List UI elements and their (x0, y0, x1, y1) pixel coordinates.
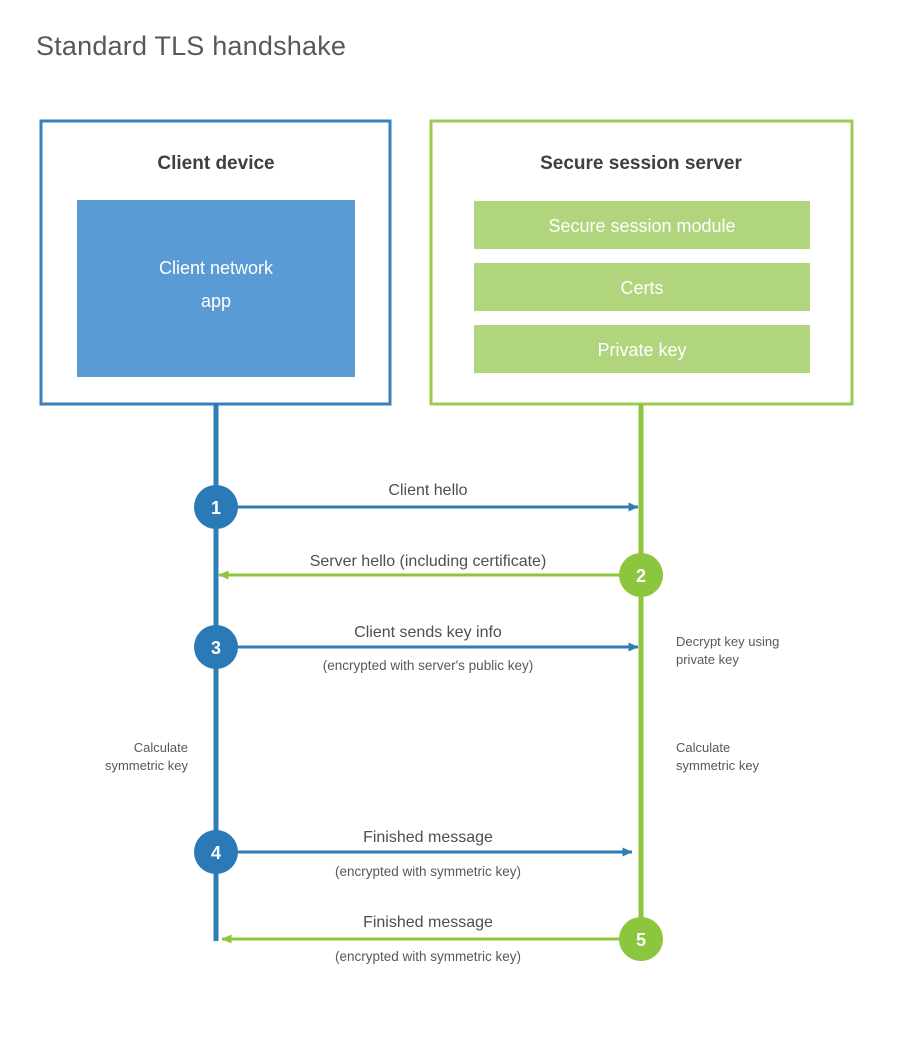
step-1-group: Client hello 1 (194, 482, 639, 529)
server-calculate-symmetric-key-note: Calculate symmetric key (676, 740, 760, 773)
step-5-number: 5 (636, 930, 646, 950)
client-device-title: Client device (157, 153, 274, 174)
step-5-circle[interactable] (619, 917, 663, 961)
page-title: Standard TLS handshake (36, 31, 346, 61)
step-2-label: Server hello (including certificate) (310, 553, 547, 570)
decrypt-key-note-line1: Decrypt key using (676, 634, 779, 649)
step-4-number: 4 (211, 843, 221, 863)
client-calculate-symmetric-key-note: Calculate symmetric key (105, 740, 189, 773)
server-module-block-secure-session-module (474, 201, 810, 249)
step-3-label: Client sends key info (354, 624, 502, 641)
step-3-sublabel: (encrypted with server's public key) (323, 658, 533, 673)
step-4-circle[interactable] (194, 830, 238, 874)
step-3-number: 3 (211, 638, 221, 658)
client-device-panel: Client device Client network app (39, 119, 392, 406)
step-1-number: 1 (211, 498, 221, 518)
step-5-group: Finished message (encrypted with symmetr… (221, 914, 663, 964)
client-network-app-label-line2: app (201, 291, 231, 311)
step-2-circle[interactable] (619, 553, 663, 597)
client-network-app-label-line1: Client network (159, 258, 274, 278)
secure-session-server-title: Secure session server (540, 153, 742, 174)
step-1-label: Client hello (388, 482, 467, 499)
client-calc-note-line2: symmetric key (105, 758, 189, 773)
server-calc-note-line2: symmetric key (676, 758, 760, 773)
server-calc-note-line1: Calculate (676, 740, 730, 755)
decrypt-key-note-line2: private key (676, 652, 739, 667)
client-calc-note-line1: Calculate (134, 740, 188, 755)
step-1-circle[interactable] (194, 485, 238, 529)
step-2-group: Server hello (including certificate) 2 (218, 553, 663, 597)
step-4-group: Finished message (encrypted with symmetr… (194, 829, 633, 879)
step-3-circle[interactable] (194, 625, 238, 669)
step-5-sublabel: (encrypted with symmetric key) (335, 949, 521, 964)
step-3-group: Client sends key info (encrypted with se… (194, 624, 639, 673)
step-5-label: Finished message (363, 914, 493, 931)
server-module-block-private-key (474, 325, 810, 373)
step-4-label: Finished message (363, 829, 493, 846)
decrypt-key-note: Decrypt key using private key (676, 634, 779, 667)
client-network-app-block (77, 200, 355, 377)
step-4-sublabel: (encrypted with symmetric key) (335, 864, 521, 879)
server-module-block-certs (474, 263, 810, 311)
server-module-label-1: Certs (620, 278, 663, 298)
server-module-label-0: Secure session module (548, 216, 735, 236)
secure-session-server-panel: Secure session server Secure session mod… (429, 119, 854, 406)
step-2-number: 2 (636, 566, 646, 586)
server-module-label-2: Private key (597, 340, 686, 360)
